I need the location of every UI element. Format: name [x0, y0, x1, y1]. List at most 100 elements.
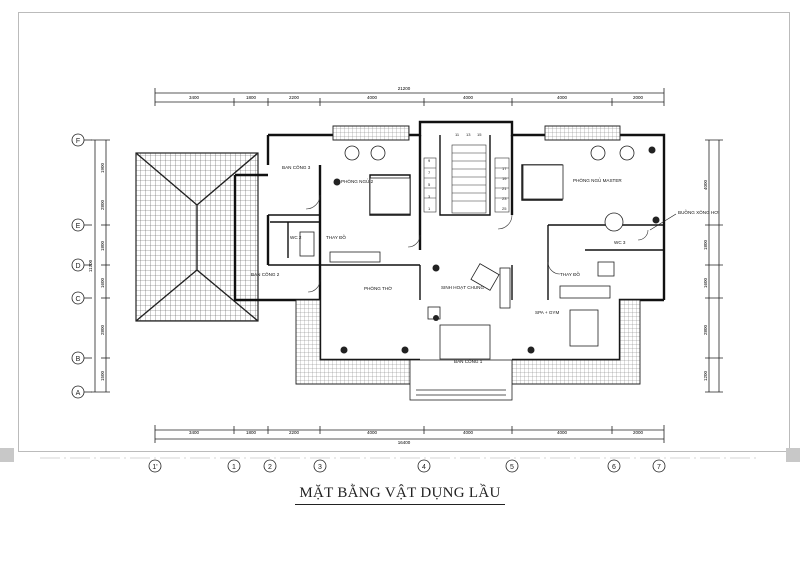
stair-num-1: 1: [428, 206, 431, 211]
armchair-4: [619, 145, 635, 161]
tv-console: [499, 267, 511, 309]
grid-rows: [71, 133, 92, 399]
grid-col-3: 3: [318, 464, 322, 471]
dim-bottom-6: 4000: [557, 430, 568, 435]
dim-top-4: 4000: [367, 95, 378, 100]
grid-col-7: 7: [657, 464, 661, 471]
stair-num-5: 5: [428, 182, 431, 187]
room-sinh-hoat-chung: SINH HOẠT CHUNG: [441, 285, 484, 290]
dim-top-3: 2200: [289, 95, 300, 100]
grid-row-a: A: [76, 390, 81, 397]
room-ban-cong-1: BAN CÔNG 1: [454, 358, 483, 364]
grid-row-b: B: [76, 356, 81, 363]
room-phong-ngu-master: PHÒNG NGỦ MASTER: [573, 177, 622, 183]
room-thay-do-left: THAY ĐỒ: [326, 234, 346, 240]
grid-row-c: C: [75, 296, 80, 303]
dim-top-2: 1800: [246, 95, 257, 100]
dim-bottom-labels: 3400 1800 2200 4000 4000 4000 2000 16400: [189, 430, 644, 445]
plants: [333, 146, 660, 354]
room-phong-ngu-2: PHÒNG NGỦ 2: [341, 178, 374, 184]
steam-room-leader: [649, 213, 677, 231]
room-spa-gym: SPA + GYM: [535, 310, 559, 315]
stair-num-9: 9: [428, 158, 431, 163]
dim-left-2: 2800: [100, 199, 105, 210]
staircase: [423, 144, 510, 214]
furniture: [299, 145, 635, 360]
bed-master: [522, 164, 564, 200]
dim-right-3: 2800: [703, 324, 708, 335]
dim-left-6: 1500: [100, 370, 105, 381]
dimension-top: [154, 88, 665, 106]
grid-col-2: 2: [268, 464, 272, 471]
dim-right-top: 4000: [703, 179, 708, 190]
drawing-frame: [18, 12, 790, 452]
dim-bottom-4: 4000: [367, 430, 378, 435]
grid-columns: [40, 457, 760, 473]
wardrobe-left: [329, 251, 381, 263]
armchair-2: [370, 145, 386, 161]
dim-bottom-7: 2000: [633, 430, 644, 435]
dimension-right: [705, 139, 723, 393]
grid-row-d: D: [75, 263, 80, 270]
roof-plan: [135, 152, 259, 322]
room-wc-3: WC 3: [614, 240, 626, 245]
dim-right-2: 1600: [703, 277, 708, 288]
dim-left-labels: 11700 1900 2800 1800 1600 2800 1500: [88, 162, 105, 381]
grid-row-labels: F E D C B A: [75, 138, 80, 397]
dim-top-7: 2000: [633, 95, 644, 100]
grid-col-6: 6: [612, 464, 616, 471]
wc3-fixtures: [597, 261, 615, 277]
room-ban-cong-2: BAN CÔNG 2: [251, 271, 280, 277]
grid-column-labels: 1' 1 2 3 4 5 6 7: [152, 464, 661, 471]
stair-num-19: 19: [502, 176, 507, 181]
stair-numbers: 11 13 15 17 19 21 23 25 1 3 5 7 9: [428, 132, 507, 211]
room-labels: BAN CÔNG 3 PHÒNG NGỦ 2 PHÒNG NGỦ MASTER …: [251, 164, 719, 364]
stair-num-3: 3: [428, 194, 431, 199]
stair-num-21: 21: [502, 186, 507, 191]
armchair-1: [344, 145, 360, 161]
armchair-3: [590, 145, 606, 161]
door-screens: [439, 324, 491, 360]
door-swings: [305, 194, 649, 293]
dimension-left: [91, 139, 110, 393]
dim-right-1: 1800: [703, 239, 708, 250]
dim-right-labels: 4000 1800 1600 2800 1200: [703, 179, 708, 381]
room-ban-cong-3: BAN CÔNG 3: [282, 164, 311, 170]
stair-num-11: 11: [455, 132, 460, 137]
grid-col-5: 5: [510, 464, 514, 471]
main-entrance-steps: [409, 359, 513, 401]
stair-num-23: 23: [502, 196, 507, 201]
dim-top-5: 4000: [463, 95, 474, 100]
dim-left-3: 1800: [100, 240, 105, 251]
stair-num-25: 25: [502, 206, 507, 211]
sheet-edge-right: [786, 448, 800, 462]
dim-bottom-5: 4000: [463, 430, 474, 435]
drawing-title: MẶT BẰNG VẬT DỤNG LẦU: [0, 485, 800, 505]
grid-col-1: 1: [232, 464, 236, 471]
dim-left-4: 1600: [100, 277, 105, 288]
dim-left-overall: 11700: [88, 259, 93, 272]
dim-overall-top: 21200: [398, 86, 411, 91]
dim-left-1: 1900: [100, 162, 105, 173]
grid-row-e: E: [76, 223, 81, 230]
grid-row-f: F: [76, 138, 80, 145]
grid-col-1p: 1': [152, 464, 157, 471]
dimension-bottom: [154, 425, 665, 443]
dim-overall-bottom: 16400: [398, 440, 411, 445]
dim-bottom-3: 2200: [289, 430, 300, 435]
drawing-title-text: MẶT BẰNG VẬT DỤNG LẦU: [295, 485, 505, 505]
stair-num-17: 17: [502, 166, 507, 171]
grid-col-4: 4: [422, 464, 426, 471]
dim-bottom-1: 3400: [189, 430, 200, 435]
dim-bottom-2: 1800: [246, 430, 257, 435]
room-wc-2: WC 2: [290, 235, 302, 240]
bathtub-round: [604, 212, 624, 232]
sheet-edge-left: [0, 448, 14, 462]
dim-top-6: 4000: [557, 95, 568, 100]
wc2-fixtures: [299, 231, 315, 257]
stair-num-15: 15: [477, 132, 482, 137]
room-phong-tho: PHÒNG THỜ: [364, 285, 392, 291]
room-thay-do-right: THAY ĐỒ: [560, 271, 580, 277]
stair-num-7: 7: [428, 170, 431, 175]
